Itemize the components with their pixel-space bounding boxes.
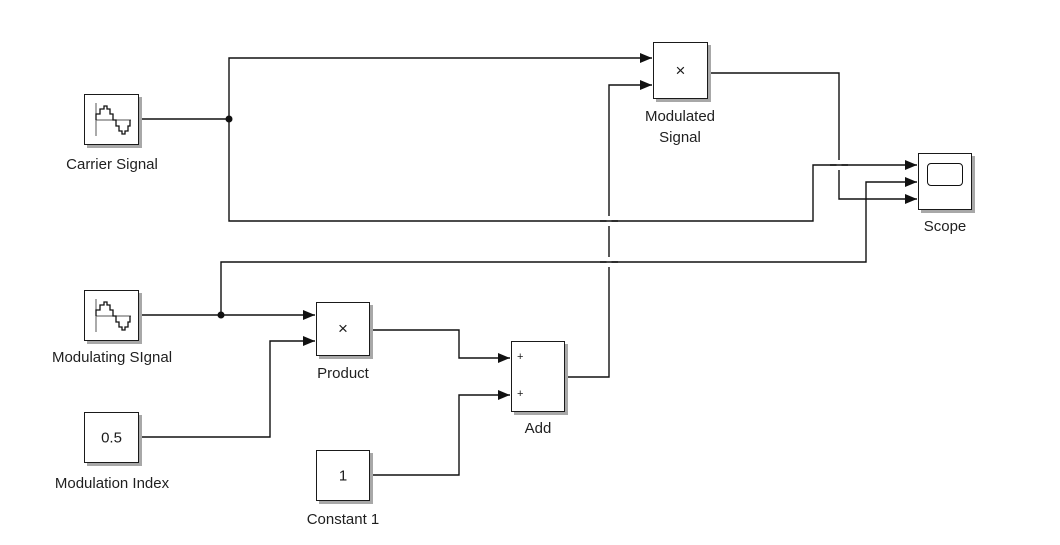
- carrier-signal-block[interactable]: [84, 94, 139, 145]
- product-block[interactable]: ×: [316, 302, 370, 356]
- branch-point-modulating: [217, 311, 225, 319]
- constant-block[interactable]: 1: [316, 450, 370, 501]
- scope-block[interactable]: [918, 153, 972, 210]
- branch-point-carrier: [225, 115, 233, 123]
- modulated-signal-block[interactable]: ×: [653, 42, 708, 99]
- modulation-index-value: 0.5: [101, 429, 122, 446]
- signal-line-product-to-add[interactable]: [370, 329, 510, 363]
- signal-line-modulated-to-scope[interactable]: [708, 72, 917, 204]
- scope-label: Scope: [923, 218, 967, 235]
- add-block[interactable]: + +: [511, 341, 565, 412]
- signal-line-carrier-to-modulated[interactable]: [228, 53, 652, 119]
- modulated-signal-label-line1: Modulated: [644, 108, 716, 125]
- multiply-icon: ×: [675, 60, 686, 80]
- add-input-sign-1: +: [517, 351, 524, 363]
- modulated-signal-label-line2: Signal: [659, 129, 701, 146]
- signal-generator-icon: [95, 299, 131, 332]
- signal-line-modulating-to-scope[interactable]: [220, 177, 917, 315]
- signal-generator-icon: [95, 103, 131, 136]
- constant-value: 1: [338, 467, 348, 484]
- product-label: Product: [317, 365, 369, 382]
- modulation-index-block[interactable]: 0.5: [84, 412, 139, 463]
- multiply-icon: ×: [338, 319, 348, 338]
- modulating-signal-block[interactable]: [84, 290, 139, 341]
- add-input-sign-2: +: [517, 388, 524, 400]
- modulation-index-label: Modulation Index: [54, 475, 170, 492]
- constant-label: Constant 1: [306, 511, 380, 528]
- signal-line-add-to-modulated[interactable]: [565, 80, 652, 378]
- signal-line-carrier-to-scope[interactable]: [228, 119, 917, 222]
- scope-screen-icon: [927, 163, 963, 186]
- add-label: Add: [524, 420, 552, 437]
- carrier-signal-label: Carrier Signal: [66, 156, 158, 173]
- signal-line-index-to-product[interactable]: [139, 336, 315, 438]
- signal-line-constant-to-add[interactable]: [370, 390, 510, 476]
- modulating-signal-label: Modulating SIgnal: [51, 349, 173, 366]
